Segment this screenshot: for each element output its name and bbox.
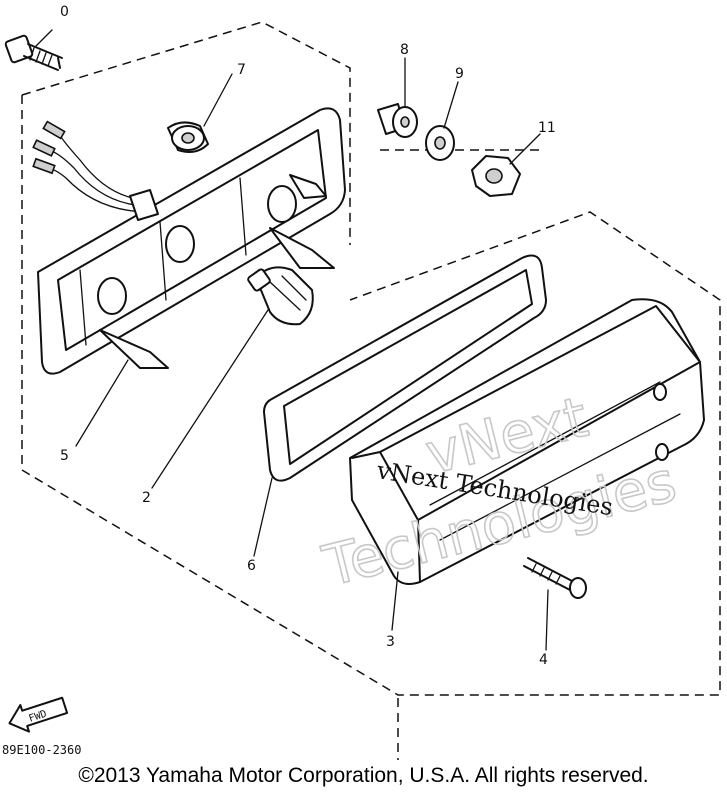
callout-numbers: 0 7 8 9 11 5 2 6 3 4 bbox=[60, 4, 556, 668]
leader-lines bbox=[35, 29, 549, 651]
callout-7: 7 bbox=[237, 62, 246, 78]
callout-6: 6 bbox=[247, 558, 256, 574]
callout-5: 5 bbox=[60, 448, 69, 464]
lens-part-3 bbox=[349, 298, 705, 585]
screw-part-0 bbox=[4, 34, 63, 71]
callout-4: 4 bbox=[539, 652, 548, 668]
grommet-part-7 bbox=[167, 121, 209, 153]
nut-part-11 bbox=[471, 155, 521, 197]
bulb-part-2 bbox=[247, 266, 314, 326]
callout-3: 3 bbox=[386, 634, 395, 650]
collar-part-8 bbox=[377, 103, 418, 138]
callout-0: 0 bbox=[60, 4, 69, 20]
gasket-part-6 bbox=[263, 254, 547, 482]
copyright-notice: ©2013 Yamaha Motor Corporation, U.S.A. A… bbox=[78, 764, 649, 787]
callout-2: 2 bbox=[142, 490, 151, 506]
callout-11: 11 bbox=[538, 120, 556, 136]
part-code: 89E100-2360 bbox=[2, 743, 81, 757]
assembly-boundary bbox=[21, 21, 721, 760]
callout-9: 9 bbox=[455, 66, 464, 82]
callout-8: 8 bbox=[400, 42, 409, 58]
fwd-arrow-icon: FWD bbox=[8, 696, 69, 733]
fwd-label: FWD bbox=[28, 709, 49, 725]
screw-part-4 bbox=[523, 557, 587, 599]
washer-part-9 bbox=[425, 125, 455, 161]
taillight-housing-part-5 bbox=[32, 107, 346, 375]
